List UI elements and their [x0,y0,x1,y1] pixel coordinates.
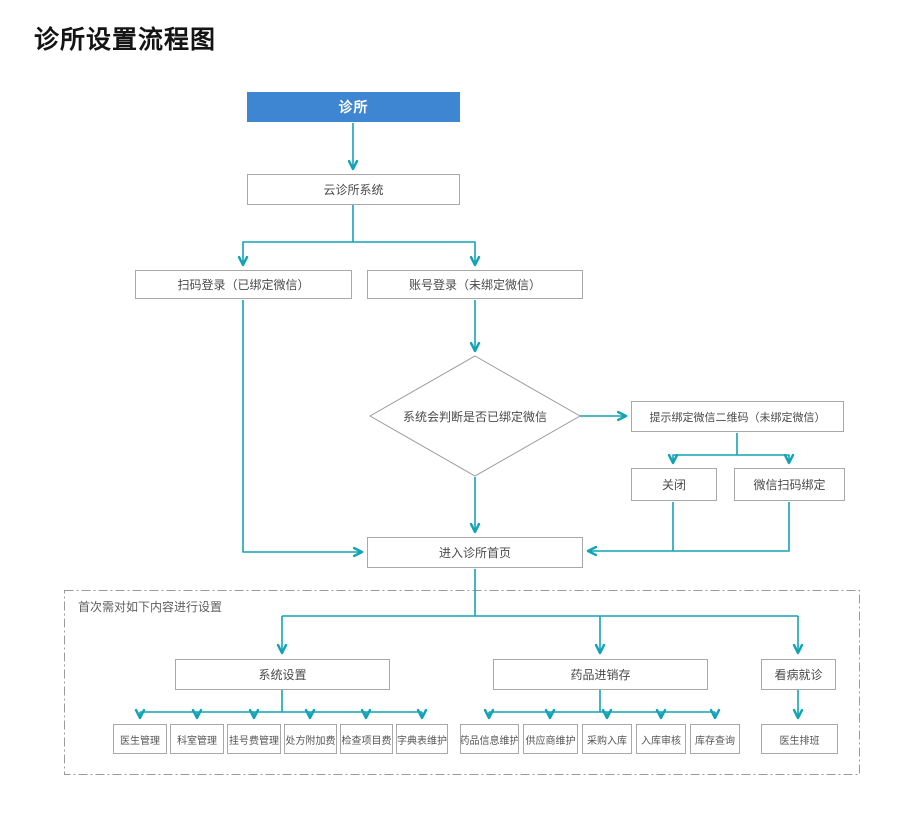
node-registration-fee-management: 挂号费管理 [227,724,281,754]
node-inventory-query: 库存查询 [690,724,740,754]
node-bind-qr-prompt: 提示绑定微信二维码（未绑定微信） [631,401,844,432]
node-judge-wechat-bound: 系统会判断是否已绑定微信 [402,409,547,424]
node-doctor-scheduling: 医生排班 [761,724,838,754]
node-dictionary-maintenance: 字典表维护 [396,724,448,754]
node-close: 关闭 [631,468,717,501]
node-supplier-maintenance: 供应商维护 [523,724,578,754]
node-enter-homepage: 进入诊所首页 [367,537,583,568]
decision-diamond-shape [368,355,582,477]
node-exam-item-fee: 检查项目费 [340,724,393,754]
node-department-management: 科室管理 [170,724,224,754]
node-prescription-surcharge: 处方附加费 [284,724,337,754]
setup-section-border [64,590,860,775]
page-title: 诊所设置流程图 [34,26,217,54]
node-drug-info-maintenance: 药品信息维护 [460,724,519,754]
node-clinic: 诊所 [247,92,460,122]
node-wechat-scan-bind: 微信扫码绑定 [734,468,845,501]
setup-section-label: 首次需对如下内容进行设置 [78,600,223,614]
node-group-system-settings: 系统设置 [175,659,390,690]
node-group-treatment: 看病就诊 [761,659,836,690]
node-cloud-system: 云诊所系统 [247,174,460,205]
node-scan-login: 扫码登录（已绑定微信） [135,270,352,299]
node-purchase-inbound: 采购入库 [582,724,632,754]
node-inbound-audit: 入库审核 [636,724,686,754]
node-doctor-management: 医生管理 [113,724,167,754]
node-account-login: 账号登录（未绑定微信） [367,270,583,299]
node-group-drug-inventory: 药品进销存 [493,659,708,690]
